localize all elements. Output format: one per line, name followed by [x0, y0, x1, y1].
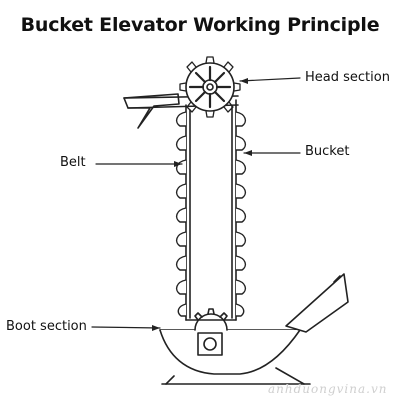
watermark: anhduongvina.vn [268, 382, 388, 396]
boot-section-label: Boot section [6, 319, 87, 334]
boot-bearing [197, 332, 223, 356]
head-pulley-icon [179, 56, 241, 118]
boot-casing [159, 329, 311, 385]
belt-label: Belt [60, 155, 86, 170]
leader-lines [91, 77, 301, 329]
belt [185, 99, 237, 321]
inlet-chute [123, 93, 180, 129]
buckets-left [175, 111, 187, 317]
buckets-right [235, 111, 247, 317]
arrowheads [152, 78, 252, 331]
feed-hopper [285, 273, 349, 333]
diagram-title: Bucket Elevator Working Principle [20, 14, 380, 36]
bucket-label: Bucket [305, 144, 350, 159]
head-section-label: Head section [305, 70, 390, 85]
boot-pulley-icon [194, 308, 228, 331]
